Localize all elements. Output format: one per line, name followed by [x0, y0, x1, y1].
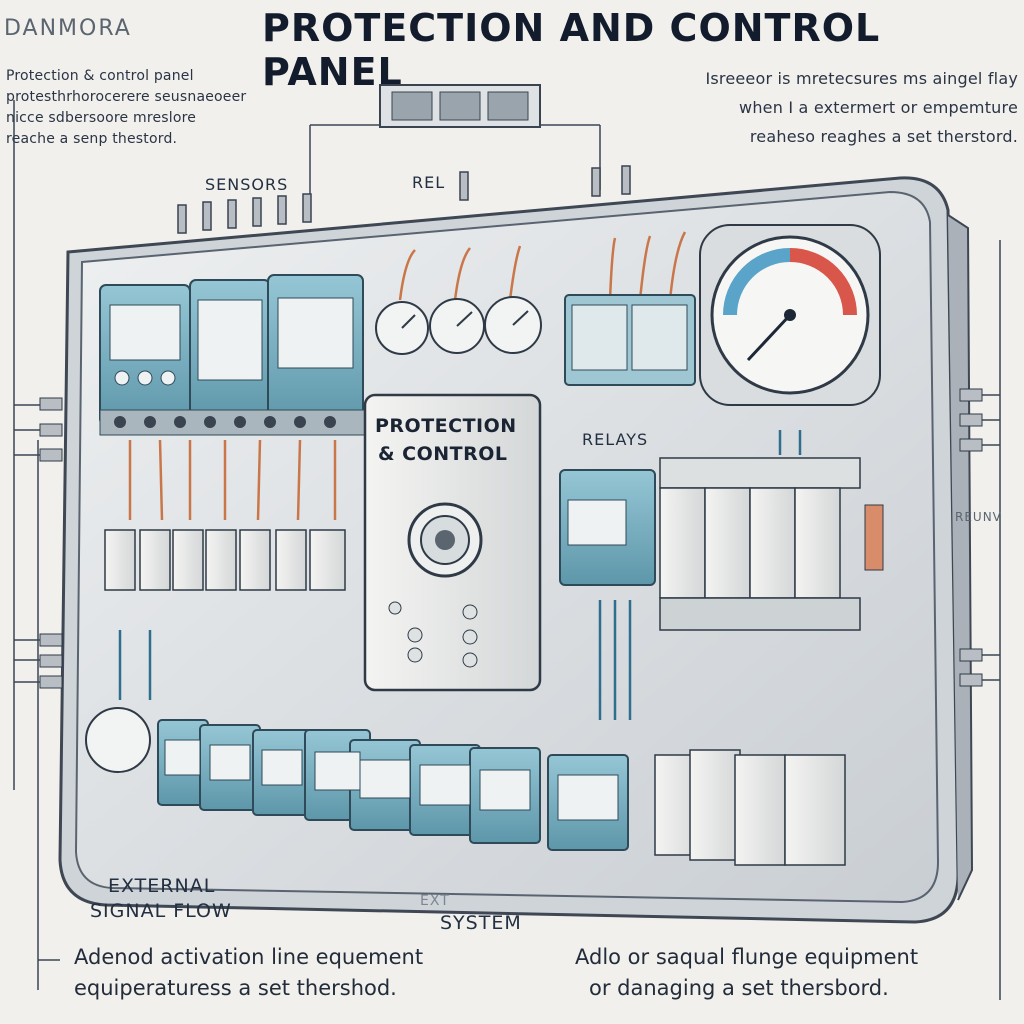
- ext-label: EXT: [420, 893, 450, 909]
- breaker-icon: [659, 457, 861, 631]
- right-side-label: REUNV: [955, 510, 1002, 524]
- note-left-line: Protection & control panel: [6, 68, 194, 84]
- note-right: Isreeeor is mretecsures ms aingel flay w…: [648, 64, 1018, 151]
- wires-blue: [118, 430, 802, 720]
- knob-icon: [435, 530, 455, 550]
- gauge-icon: [85, 707, 151, 773]
- relay-top-label: REL: [412, 173, 446, 192]
- meter-module: [99, 284, 191, 426]
- relay-icon: [559, 469, 656, 586]
- relay-icon: [379, 84, 541, 128]
- system-label: SYSTEM: [440, 912, 522, 934]
- footer-left-line: Adenod activation line equement: [74, 945, 424, 969]
- gauge-icon: [375, 296, 542, 355]
- note-right-line: when I a extermert or empemture: [739, 98, 1018, 117]
- sensor-icon: [177, 165, 631, 234]
- leader-lines-left: [13, 100, 62, 990]
- connector-icon: [39, 388, 983, 689]
- page-title: PROTECTION AND CONTROL PANEL: [262, 6, 881, 94]
- footer-right-line: Adlo or saqual flunge equipment: [575, 945, 919, 969]
- wires-orange: [128, 231, 687, 521]
- footer-right-line: or danaging a set thersbord.: [589, 976, 889, 1000]
- note-left-line: reache a senp thestord.: [6, 131, 178, 147]
- external-signal-label-2: SIGNAL FLOW: [90, 900, 232, 922]
- note-right-line: reaheso reaghes a set therstord.: [749, 127, 1018, 146]
- terminal-row: [99, 409, 366, 436]
- note-left-line: nicce sdbersoore mreslore: [6, 110, 197, 126]
- control-title-2: & CONTROL: [378, 443, 508, 465]
- control-title-1: PROTECTION: [375, 415, 517, 437]
- gauge-icon: [699, 224, 881, 406]
- contactor-window: [164, 739, 619, 821]
- note-right-line: Isreeeor is mretecsures ms aingel flay: [705, 69, 1018, 88]
- note-left: Protection & control panel protesthrhoro…: [6, 66, 256, 150]
- breaker-icon: [654, 749, 846, 866]
- note-left-line: protesthrhorocerere seusnaeoeer: [6, 89, 247, 105]
- footer-left-line: equiperaturess a set thershod.: [74, 976, 397, 1000]
- relay-icon: [564, 294, 696, 386]
- relays-label: RELAYS: [582, 430, 649, 449]
- external-signal-label-1: EXTERNAL: [108, 875, 216, 897]
- meter-module: [267, 274, 364, 426]
- sensors-label: SENSORS: [205, 175, 289, 194]
- fuse-icon: [864, 504, 884, 571]
- breaker-icon: [104, 529, 346, 591]
- brand-logo-text: DANMORA: [4, 16, 132, 41]
- footer-right: Adlo or saqual flunge equipment or danag…: [575, 942, 1015, 1004]
- meter-module: [189, 279, 271, 421]
- footer-left: Adenod activation line equement equipera…: [74, 942, 544, 1004]
